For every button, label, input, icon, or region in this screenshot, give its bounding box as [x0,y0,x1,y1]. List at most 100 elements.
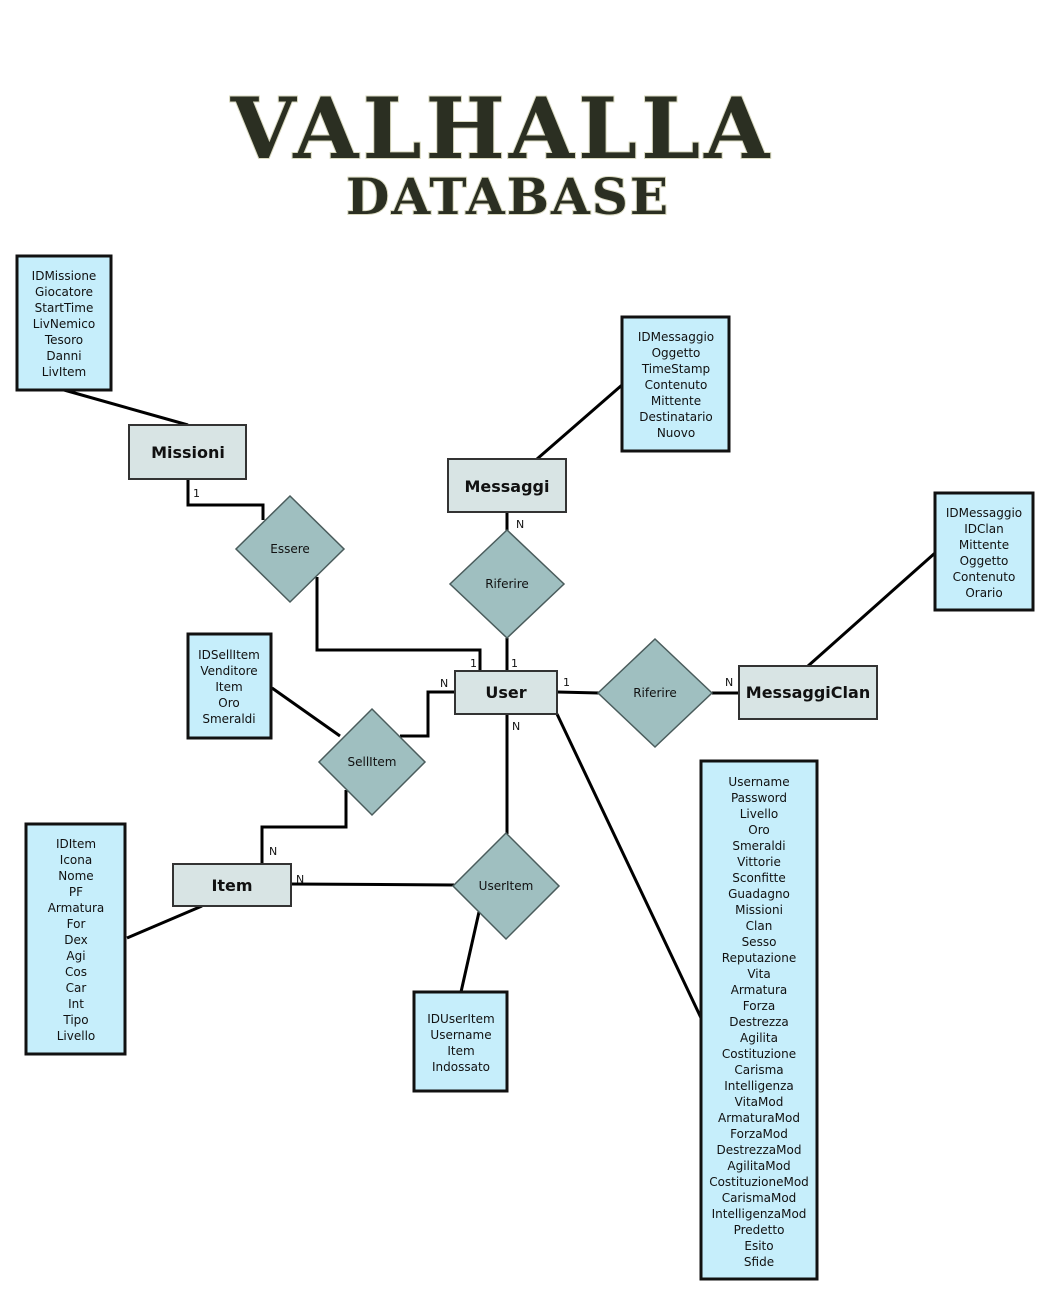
attribute-item: Intelligenza [724,1079,794,1093]
attribute-item: Destrezza [729,1015,789,1029]
attribute-item: Password [731,791,787,805]
attribute-item: Missioni [735,903,783,917]
card-user-useritem: N [512,720,520,733]
attribute-item: Contenuto [645,378,708,392]
attribute-item: Item [447,1044,474,1058]
relationship-label: Riferire [633,686,677,700]
attribute-item: Cos [65,965,87,979]
entity-messaggiclan: MessaggiClan [738,665,878,720]
attributes-messaggi: IDMessaggioOggettoTimeStampContenutoMitt… [620,315,731,453]
line-item-attrs [126,904,203,940]
attribute-item: IDMessaggio [946,506,1022,520]
attribute-item: Nome [58,869,93,883]
attribute-item: Item [215,680,242,694]
relationship-useritem: UserItem [451,831,561,941]
entity-item: Item [172,863,292,907]
attribute-item: Carisma [734,1063,783,1077]
attribute-item: DestrezzaMod [717,1143,802,1157]
attribute-item: Livello [57,1029,96,1043]
title-database: DATABASE [346,167,670,226]
attribute-item: Vittorie [737,855,781,869]
attribute-item: Oro [748,823,769,837]
line-messaggiclan-attrs [807,551,936,668]
attribute-item: Giocatore [35,285,93,299]
attribute-item: PF [69,885,83,899]
card-riferire-messaggiclan: N [725,676,733,689]
line-sellitem-user [400,690,455,738]
attributes-user: UsernamePasswordLivelloOroSmeraldiVittor… [699,759,819,1281]
relationship-label: UserItem [479,879,534,893]
attribute-item: CarismaMod [722,1191,797,1205]
attribute-item: IDClan [964,522,1003,536]
entity-missioni: Missioni [128,424,247,480]
attribute-item: Vita [747,967,770,981]
entity-user: User [454,670,558,715]
attribute-item: VitaMod [735,1095,784,1109]
attribute-item: Dex [64,933,88,947]
card-essere-user: 1 [470,657,477,670]
attribute-item: Oggetto [960,554,1009,568]
attribute-item: Nuovo [657,426,695,440]
attribute-item: Smeraldi [202,712,255,726]
relationship-label: Riferire [485,577,529,591]
attribute-item: AgilitaMod [727,1159,790,1173]
relationship-riferire-messaggi: Riferire [448,528,566,640]
attribute-item: IntelligenzaMod [712,1207,807,1221]
entity-messaggi: Messaggi [447,458,567,513]
attribute-item: Smeraldi [732,839,785,853]
attribute-item: Destinatario [639,410,713,424]
card-sellitem-user: N [440,677,448,690]
attribute-item: Armatura [48,901,105,915]
title-valhalla: VALHALLA [230,79,774,178]
attribute-item: IDSellItem [198,648,260,662]
attribute-item: Orario [965,586,1002,600]
attribute-item: ForzaMod [730,1127,788,1141]
attribute-item: Indossato [432,1060,490,1074]
attribute-item: ArmaturaMod [718,1111,800,1125]
line-item-useritem [290,882,455,887]
attribute-item: Costituzione [722,1047,796,1061]
attribute-item: Armatura [731,983,788,997]
attribute-item: Danni [46,349,81,363]
line-sellitem-item [260,790,348,864]
line-user-riferire-clan [556,690,600,695]
attribute-item: Tipo [62,1013,88,1027]
card-user-riferire-clan: 1 [563,676,570,689]
relationship-riferire-clan: Riferire [596,637,714,749]
card-missioni-essere: 1 [193,487,200,500]
card-riferire-user: 1 [511,657,518,670]
attribute-item: IDMessaggio [638,330,714,344]
cardinalities: 1 1 N 1 1 N N N N N [193,487,733,886]
entity-label: Missioni [151,443,225,462]
attribute-item: Mittente [651,394,701,408]
attribute-item: Username [728,775,789,789]
relationship-sellitem: SellItem [317,707,427,817]
entity-label: MessaggiClan [746,683,870,702]
relationship-essere: Essere [234,494,346,604]
attribute-item: Sconfitte [732,871,786,885]
attribute-item: IDUserItem [427,1012,494,1026]
line-sellitem-attrs [271,686,341,738]
attributes-messaggiclan: IDMessaggioIDClanMittenteOggettoContenut… [933,491,1035,612]
line-messaggi-attrs [536,383,623,461]
attribute-item: Username [430,1028,491,1042]
line-missioni-essere [186,479,265,520]
card-messaggi-riferire: N [516,518,524,531]
attribute-item: Contenuto [953,570,1016,584]
attribute-item: TimeStamp [641,362,710,376]
attribute-item: Predetto [734,1223,785,1237]
attribute-item: Oro [218,696,239,710]
attribute-item: Esito [744,1239,773,1253]
attribute-item: Sfide [744,1255,774,1269]
attributes-item: IDItemIconaNomePFArmaturaForDexAgiCosCar… [24,822,127,1056]
attribute-item: Agi [66,949,85,963]
attribute-item: Sesso [742,935,777,949]
attribute-item: CostituzioneMod [709,1175,809,1189]
attribute-item: Clan [746,919,773,933]
entity-label: Messaggi [464,477,549,496]
relationship-label: SellItem [348,755,397,769]
card-item-sellitem: N [269,845,277,858]
line-essere-user [315,577,482,671]
